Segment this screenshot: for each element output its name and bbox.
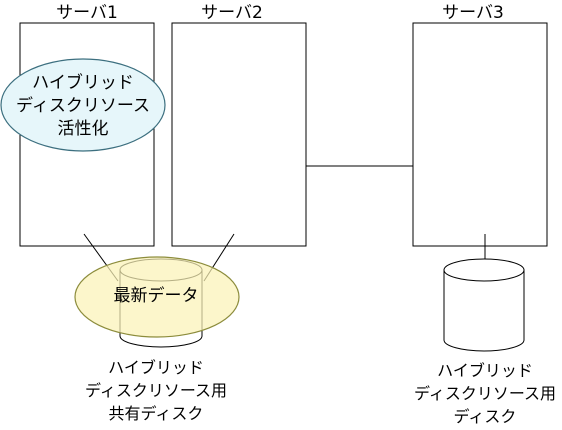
server-2-label: サーバ2: [201, 3, 263, 23]
activation-line-1: ハイブリッド: [32, 72, 134, 93]
server-1-label: サーバ1: [56, 3, 118, 23]
activation-line-3: 活性化: [58, 119, 109, 139]
shared-disk-caption-3: 共有ディスク: [109, 404, 204, 423]
latest-data-ellipse: [74, 256, 240, 338]
local-disk-cylinder: [443, 258, 525, 352]
server-3-label: サーバ3: [442, 3, 504, 23]
latest-data-label: 最新データ: [114, 285, 199, 306]
shared-disk-caption-2: ディスクリソース用: [85, 381, 227, 400]
server-3-box: [412, 22, 548, 247]
local-disk-caption-3: ディスク: [454, 407, 517, 426]
activation-line-2: ディスクリソース: [16, 95, 150, 116]
local-disk-caption-2: ディスクリソース用: [414, 384, 556, 403]
shared-disk-caption-1: ハイブリッド: [108, 358, 204, 377]
server-2-box: [171, 22, 307, 247]
local-disk-caption-1: ハイブリッド: [437, 361, 533, 380]
activation-ellipse: [0, 58, 166, 152]
